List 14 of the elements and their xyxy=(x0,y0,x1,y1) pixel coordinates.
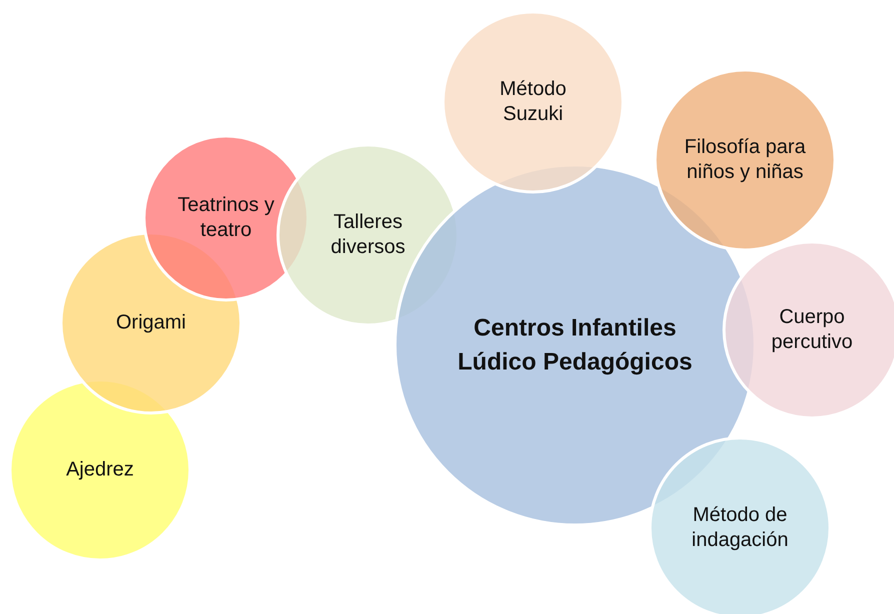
bubble xyxy=(655,70,835,250)
bubble-label: Ajedrez xyxy=(65,458,135,482)
bubble xyxy=(10,380,190,560)
bubble xyxy=(443,12,623,192)
bubble-label: Método Suzuki xyxy=(498,77,568,127)
bubble-label: Origami xyxy=(114,310,187,336)
bubble-label: Filosofía para niños y niñas xyxy=(683,135,807,185)
bubble-label: Método de indagación xyxy=(690,503,790,553)
bubble-label: Talleres diversos xyxy=(330,210,406,260)
bubble xyxy=(650,438,830,614)
bubble-label: Teatrinos y teatro xyxy=(176,193,276,243)
bubble-label: Cuerpo percutivo xyxy=(770,305,854,355)
bubble xyxy=(724,242,894,418)
center-title: Centros Infantiles Lúdico Pedagógicos xyxy=(456,313,694,377)
